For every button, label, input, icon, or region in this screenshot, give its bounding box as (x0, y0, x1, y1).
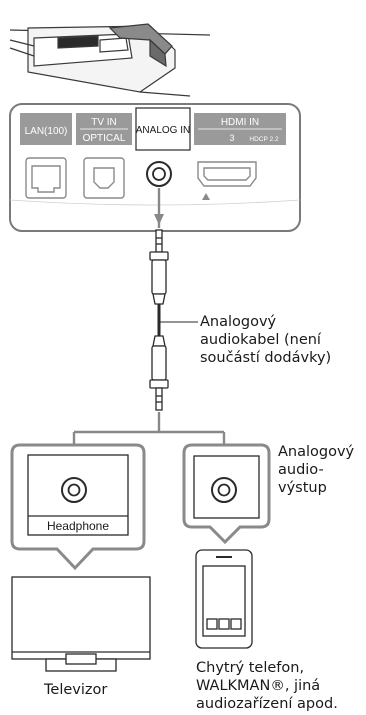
phone-label-line2: WALKMAN®, jiná (196, 678, 321, 694)
tv-in-label: TV IN (91, 117, 117, 128)
cable-label-line3: součástí dodávky) (200, 350, 332, 366)
hdmi-in-label: HDMI IN (221, 117, 259, 128)
soundbar (9, 23, 211, 97)
hdmi-number-label: 3 (229, 133, 234, 143)
analog-in-jack-icon (146, 161, 172, 187)
connector-panel: LAN(100) TV IN OPTICAL ANALOG IN HDMI IN… (9, 103, 301, 232)
cable-label-line2: audiokabel (není (200, 332, 321, 348)
optical-port-icon (83, 157, 125, 199)
output-label-line3: výstup (278, 480, 327, 496)
hdmi-arc-triangle-icon (202, 193, 210, 200)
audio-output-callout (182, 443, 271, 545)
lan-label-box (20, 113, 72, 145)
hdmi-port-icon (197, 161, 257, 187)
cable-label-line1: Analogový (200, 314, 277, 330)
analog-in-label: ANALOG IN (136, 125, 190, 136)
analog-in-label-box (135, 107, 191, 151)
tv-headphone-callout: Headphone (10, 443, 146, 571)
smartphone-icon (195, 549, 253, 649)
tv-label: Televizor (44, 682, 108, 698)
optical-label: OPTICAL (83, 133, 126, 144)
audio-cable (149, 188, 198, 411)
phone-label-line1: Chytrý telefon, (196, 660, 305, 676)
headphone-label: Headphone (47, 519, 109, 533)
lan-port-icon (25, 157, 67, 199)
lan-label: LAN(100) (25, 126, 68, 137)
television-icon (11, 576, 151, 672)
output-label-line2: audio- (278, 462, 324, 478)
phone-label-line3: audiozařízení apod. (196, 696, 338, 712)
hdcp-label: HDCP 2.2 (249, 136, 279, 143)
output-label-line1: Analogový (278, 444, 355, 460)
